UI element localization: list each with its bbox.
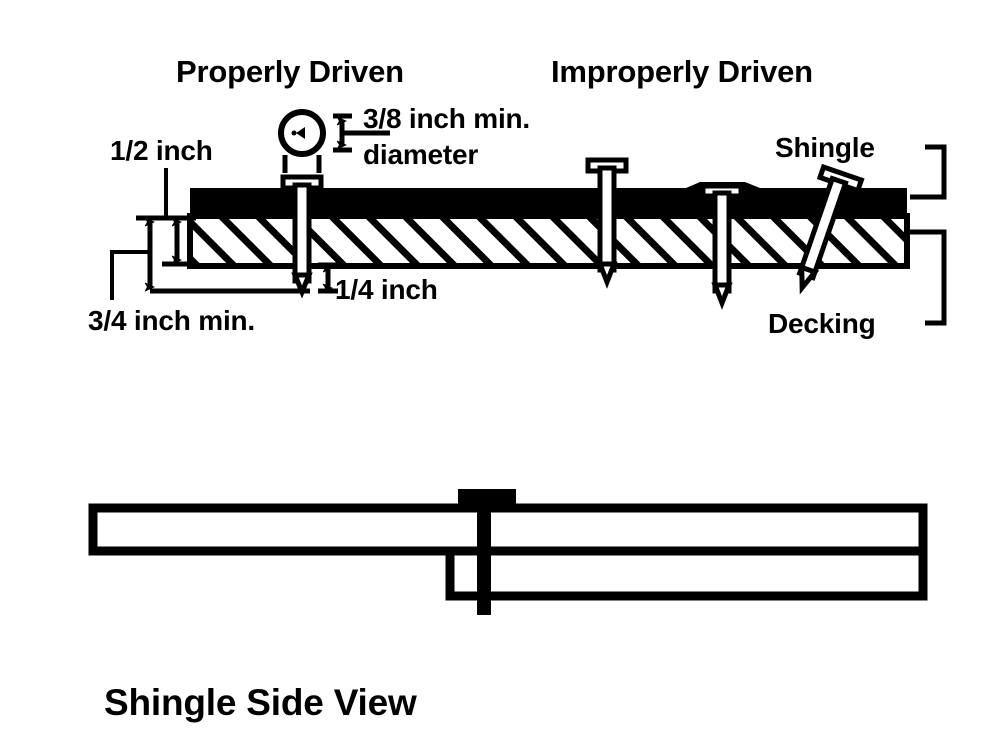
over-driven-nail <box>700 183 744 310</box>
label-head-diameter-line2: diameter <box>363 139 478 170</box>
side-view-lower-shingle <box>445 546 928 601</box>
nail-head-diameter-detail <box>278 109 390 173</box>
label-head-diameter: 3/8 inch min. <box>363 103 530 134</box>
side-view-upper-shingle <box>88 503 928 556</box>
label-quarter-inch: 1/4 inch <box>335 274 438 305</box>
label-half-inch: 1/2 inch <box>110 135 213 166</box>
properly-driven-nail <box>280 174 324 299</box>
side-view-nail-shank <box>477 489 491 615</box>
quarter-inch-dimension <box>318 262 338 294</box>
shingle-side-view <box>88 489 928 615</box>
label-decking: Decking <box>768 308 876 339</box>
label-three-quarter-inch-min: 3/4 inch min. <box>88 305 255 336</box>
angled-nail <box>796 163 865 295</box>
left-dimension-lines <box>110 215 310 300</box>
label-shingle: Shingle <box>775 132 875 163</box>
heading-improperly-driven: Improperly Driven <box>551 54 813 89</box>
under-driven-nail <box>585 157 629 289</box>
title-shingle-side-view: Shingle Side View <box>104 682 417 723</box>
leader-shingle <box>910 144 947 200</box>
leader-decking <box>910 229 947 326</box>
heading-properly-driven: Properly Driven <box>176 54 404 89</box>
